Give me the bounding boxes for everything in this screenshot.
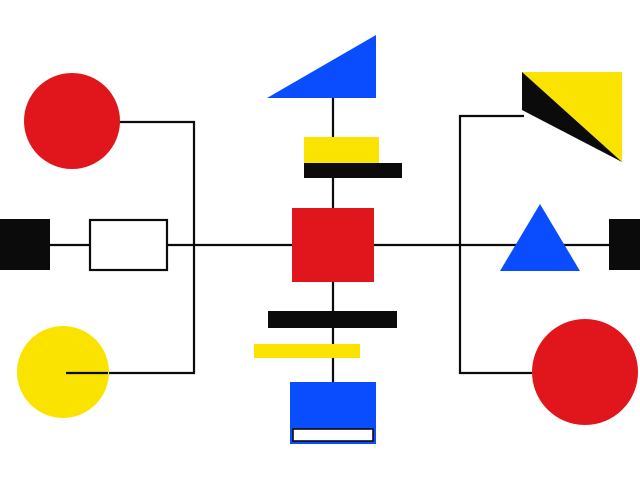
square-black-left <box>0 219 50 270</box>
square-red-center <box>292 208 374 282</box>
bar-black-top-center <box>304 163 402 178</box>
left-top-connector <box>118 120 196 245</box>
square-black-right <box>609 219 640 270</box>
right-bottom-connector <box>458 245 532 375</box>
rectangle-outline-left <box>88 218 169 272</box>
bar-black-bottom-center <box>268 311 397 328</box>
bar-yellow-bottom-center <box>254 344 360 358</box>
right-top-connector <box>458 114 524 245</box>
split-quad-black-part <box>522 72 622 162</box>
triangle-blue-top-center <box>267 35 376 98</box>
circle-red-top-left <box>24 73 120 169</box>
triangle-yellow-black-top-right <box>522 72 622 162</box>
square-blue-inner-strip <box>292 428 374 442</box>
circle-yellow-bottom-left <box>17 326 109 418</box>
triangle-blue-right <box>500 204 580 271</box>
bar-yellow-top-center <box>304 137 379 163</box>
circle-red-bottom-right <box>532 319 638 425</box>
